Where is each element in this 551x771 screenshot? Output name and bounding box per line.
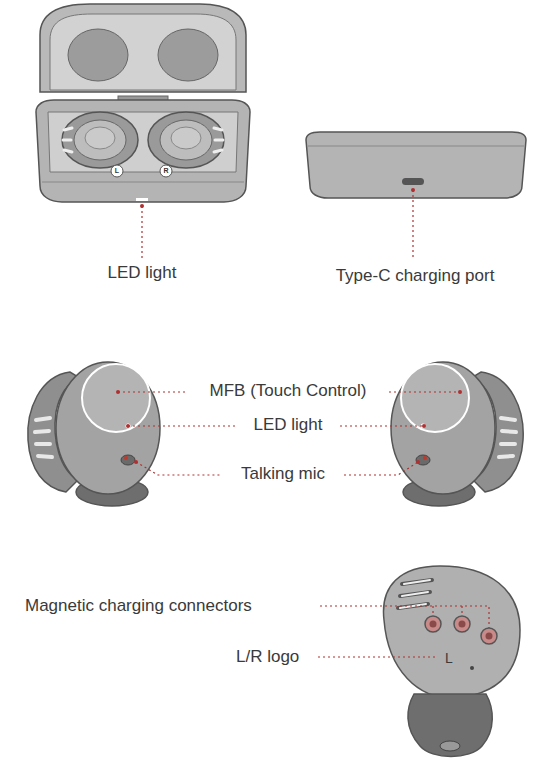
leader-lines-part	[344, 462, 418, 475]
leader-lines	[118, 190, 489, 657]
closed-case	[306, 132, 526, 198]
leader-lines-part	[340, 425, 424, 426]
open-case-part	[111, 165, 123, 177]
leader-dots-part	[116, 390, 120, 394]
open-case-part	[136, 198, 148, 201]
open-case-part	[160, 120, 212, 160]
side-logo: L	[445, 650, 453, 666]
part-label: Talking mic	[238, 464, 328, 484]
open-case-part	[40, 4, 246, 92]
leader-lines-part	[118, 391, 186, 392]
leader-dots-part	[458, 390, 462, 394]
part-label: LED light	[251, 415, 326, 435]
earbud-back-part	[383, 566, 520, 698]
leader-dots-part	[416, 460, 420, 464]
part-label: Type-C charging port	[333, 266, 498, 286]
part-label: MFB (Touch Control)	[207, 381, 370, 401]
open-case-part	[68, 29, 128, 81]
open-case-part	[36, 100, 250, 202]
right-earbud	[391, 362, 523, 506]
earbud-back	[383, 566, 520, 757]
part-label: L/R logo	[233, 647, 302, 667]
open-case-part	[160, 165, 172, 177]
open-case-part	[48, 112, 238, 172]
earbud-back-part	[408, 694, 492, 757]
leader-lines-part	[128, 425, 236, 426]
earbud-back-part	[440, 741, 460, 751]
open-case-part	[62, 112, 138, 168]
leader-lines-part	[432, 606, 433, 616]
leader-dots-part	[422, 424, 426, 428]
leader-dots-part	[140, 204, 144, 208]
open-case-part	[148, 112, 224, 168]
open-case-part	[42, 182, 244, 183]
open-case-part	[50, 14, 236, 90]
open-case-part	[171, 127, 201, 149]
earbud-back-part	[481, 628, 497, 644]
earbud-back-part	[425, 616, 441, 632]
side-mark: L	[115, 167, 119, 175]
side-mark: R	[163, 167, 168, 175]
leader-dots-part	[411, 188, 415, 192]
leader-lines-part	[412, 190, 413, 260]
leader-dots-part	[126, 424, 130, 428]
earbud-back-part	[486, 633, 493, 640]
leader-dots-part	[134, 460, 138, 464]
open-case-part	[85, 127, 115, 149]
earbud-back-part	[459, 621, 466, 628]
earbud-back-part	[454, 616, 470, 632]
open-case-part	[74, 120, 126, 160]
open-case-part	[63, 128, 223, 152]
open-case-part	[158, 29, 218, 81]
leader-lines-part	[141, 206, 142, 258]
earbud-back-part	[398, 580, 432, 608]
leader-lines-part	[318, 656, 438, 657]
leader-dots	[116, 188, 462, 464]
leader-lines-part	[136, 462, 222, 475]
earbud-back-part	[470, 666, 474, 670]
part-label: Magnetic charging connectors	[22, 596, 255, 616]
closed-case-part	[308, 146, 524, 147]
closed-case-part	[402, 178, 424, 185]
leader-lines-part	[320, 606, 489, 628]
leader-lines-part	[461, 606, 462, 616]
leader-lines-part	[389, 391, 460, 392]
part-label: LED light	[105, 263, 180, 283]
earbud-back-part	[430, 621, 437, 628]
earbud-back-part	[400, 580, 430, 608]
left-earbud	[28, 362, 160, 506]
open-case	[36, 4, 250, 202]
closed-case-part	[306, 132, 526, 198]
